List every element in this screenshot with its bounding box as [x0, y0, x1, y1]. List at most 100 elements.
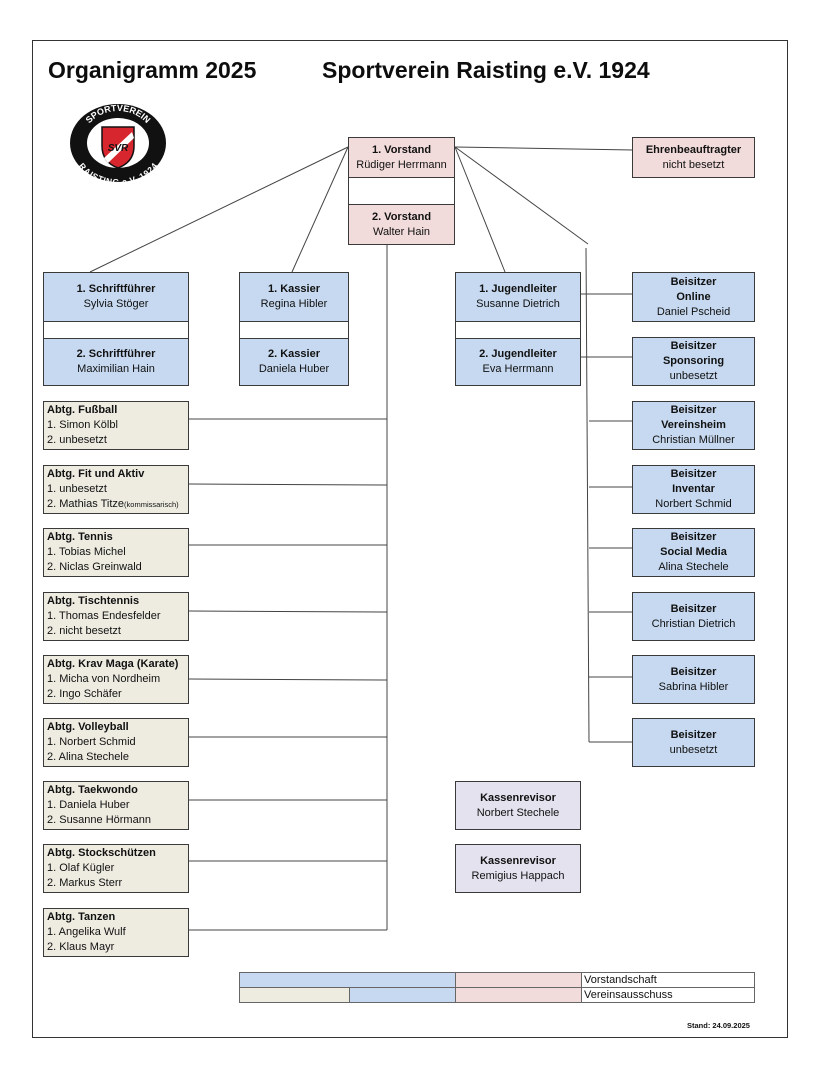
role-label: 1. Schriftführer — [76, 283, 156, 295]
club-crest-icon: SVR SPORTVEREIN RAISTING e.V. 1924 — [68, 102, 168, 187]
department-title: Abtg. Fußball — [47, 404, 118, 416]
legend-swatch-pink-2 — [455, 987, 582, 1003]
vorstand-spacer — [348, 177, 455, 205]
department-lead-1: 1. Olaf Kügler — [47, 862, 115, 874]
department-box: Abtg. Fußball 1. Simon Kölbl 2. unbesetz… — [43, 401, 189, 450]
department-lead-2: 2. unbesetzt — [47, 434, 107, 446]
role-label: 1. Kassier — [268, 283, 320, 295]
department-lead-1: 1. Thomas Endesfelder — [47, 610, 161, 622]
role-label: 2. Jugendleiter — [479, 348, 557, 360]
beisitzer-box: Beisitzer Inventar Norbert Schmid — [632, 465, 755, 514]
person-name: Rüdiger Herrmann — [356, 158, 447, 171]
line-beisitzer-trunk — [585, 247, 590, 743]
legend-swatch-beige — [239, 987, 350, 1003]
role-label: Beisitzer — [670, 665, 717, 678]
department-box: Abtg. Tischtennis 1. Thomas Endesfelder … — [43, 592, 189, 641]
legend-label-vereinsausschuss: Vereinsausschuss — [581, 987, 755, 1003]
legend-swatch-blue-2 — [349, 987, 456, 1003]
person-name: nicht besetzt — [662, 158, 725, 171]
area-label: Vereinsheim — [661, 419, 726, 431]
beisitzer-box: Beisitzer Sponsoring unbesetzt — [632, 337, 755, 386]
beisitzer-box: Beisitzer Online Daniel Pscheid — [632, 272, 755, 322]
department-lead-2: 2. Markus Sterr — [47, 877, 123, 889]
department-note: (kommissarisch) — [124, 500, 179, 509]
beisitzer-box: Beisitzer Christian Dietrich — [632, 592, 755, 641]
department-lead-1: 1. Tobias Michel — [47, 546, 126, 558]
role-label: 1. Jugendleiter — [479, 283, 557, 295]
role-label: Beisitzer — [670, 340, 717, 352]
area-label: Social Media — [660, 546, 727, 558]
department-box: Abtg. Volleyball 1. Norbert Schmid 2. Al… — [43, 718, 189, 767]
role-label: Beisitzer — [670, 728, 717, 741]
department-lead-1: 1. Simon Kölbl — [47, 419, 118, 431]
role-label: 2. Vorstand — [371, 210, 432, 223]
jugendleiter-2-box: 2. Jugendleiter Eva Herrmann — [455, 338, 581, 386]
page-title: Organigramm 2025 — [48, 57, 257, 83]
kassier-2-box: 2. Kassier Daniela Huber — [239, 338, 349, 386]
person-name: Norbert Stechele — [476, 806, 560, 819]
area-label: Online — [676, 290, 711, 303]
kassier-1-box: 1. Kassier Regina Hibler — [239, 272, 349, 322]
person-name: Remigius Happach — [471, 869, 565, 882]
person-name: Susanne Dietrich — [476, 298, 560, 310]
vorstand-2-box: 2. Vorstand Walter Hain — [348, 204, 455, 245]
department-lead-1: 1. Micha von Nordheim — [47, 673, 161, 685]
person-name: Regina Hibler — [260, 298, 328, 310]
kassier-spacer — [239, 321, 349, 339]
area-label: Inventar — [672, 483, 715, 495]
line-to-jugendleiter — [454, 146, 506, 273]
person-name: Eva Herrmann — [482, 363, 554, 375]
color-legend: Vorstandschaft Vereinsausschuss — [239, 972, 755, 1003]
role-label: Kassenrevisor — [480, 854, 556, 867]
beisitzer-box: Beisitzer unbesetzt — [632, 718, 755, 767]
beisitzer-box: Beisitzer Sabrina Hibler — [632, 655, 755, 704]
person-name: Christian Dietrich — [651, 617, 736, 630]
role-label: 1. Vorstand — [371, 143, 432, 156]
line-to-schriftfuehrer — [89, 146, 349, 273]
jugendleiter-spacer — [455, 321, 581, 339]
kassenrevisor-box: Kassenrevisor Remigius Happach — [455, 844, 581, 893]
schriftfuehrer-spacer — [43, 321, 189, 339]
person-name: Maximilian Hain — [77, 363, 155, 375]
person-name: Norbert Schmid — [655, 498, 732, 510]
role-label: Beisitzer — [670, 468, 717, 480]
legend-label-vorstandschaft: Vorstandschaft — [581, 972, 755, 988]
department-lead-1: 1. Daniela Huber — [47, 799, 130, 811]
department-box: Abtg. Tennis 1. Tobias Michel 2. Niclas … — [43, 528, 189, 577]
kassenrevisor-box: Kassenrevisor Norbert Stechele — [455, 781, 581, 830]
department-lead-2: 2. Ingo Schäfer — [47, 688, 122, 700]
role-label: Beisitzer — [670, 275, 717, 288]
schriftfuehrer-1-box: 1. Schriftführer Sylvia Stöger — [43, 272, 189, 322]
person-name: Alina Stechele — [658, 561, 729, 573]
department-title: Abtg. Fit und Aktiv — [47, 468, 145, 480]
beisitzer-box: Beisitzer Social Media Alina Stechele — [632, 528, 755, 577]
club-name-title: Sportverein Raisting e.V. 1924 — [322, 57, 650, 83]
department-lead-2: 2. Niclas Greinwald — [47, 561, 142, 573]
page-frame — [32, 40, 788, 1038]
role-label: Ehrenbeauftragter — [645, 143, 742, 156]
department-title: Abtg. Tennis — [47, 531, 113, 543]
department-lead-1: 1. unbesetzt — [47, 483, 107, 495]
department-lead-1: 1. Angelika Wulf — [47, 926, 126, 938]
line-to-kassier — [291, 146, 349, 273]
schriftfuehrer-2-box: 2. Schriftführer Maximilian Hain — [43, 338, 189, 386]
department-lead-2: 2. Susanne Hörmann — [47, 814, 151, 826]
person-name: Walter Hain — [372, 225, 431, 238]
department-box: Abtg. Stockschützen 1. Olaf Kügler 2. Ma… — [43, 844, 189, 893]
vorstand-1-box: 1. Vorstand Rüdiger Herrmann — [348, 137, 455, 178]
area-label: Sponsoring — [662, 355, 725, 367]
line-to-beisitzer — [454, 146, 589, 245]
role-label: Beisitzer — [670, 404, 717, 416]
department-title: Abtg. Stockschützen — [47, 847, 156, 859]
person-name: unbesetzt — [669, 370, 718, 382]
person-name: Daniel Pscheid — [656, 305, 731, 318]
legend-swatch-pink — [455, 972, 582, 988]
crest-monogram: SVR — [108, 143, 129, 154]
person-name: Sylvia Stöger — [83, 298, 149, 310]
jugendleiter-1-box: 1. Jugendleiter Susanne Dietrich — [455, 272, 581, 322]
legend-swatch-blue — [239, 972, 456, 988]
person-name: Christian Müllner — [652, 434, 735, 446]
department-lead-2: 2. Klaus Mayr — [47, 941, 115, 953]
department-box: Abtg. Taekwondo 1. Daniela Huber 2. Susa… — [43, 781, 189, 830]
